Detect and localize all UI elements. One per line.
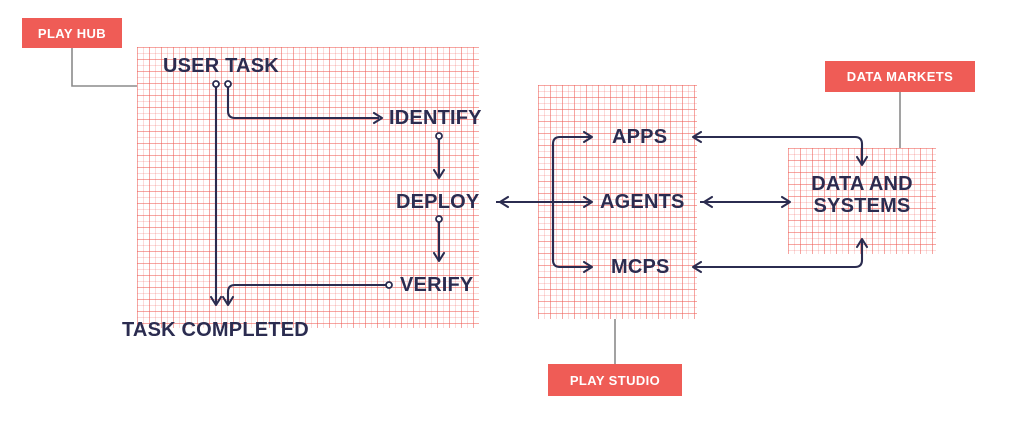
arrowhead-agents-right xyxy=(702,195,714,209)
arrowhead-data-systems-top xyxy=(855,155,869,167)
node-apps[interactable]: APPS xyxy=(612,126,668,148)
arrowhead-data-systems-bottom xyxy=(855,237,869,249)
edge-origin-dot-verify-completed xyxy=(385,281,393,289)
arrowhead-identify xyxy=(372,111,384,125)
edge-bus-to-apps xyxy=(551,135,592,202)
arrowhead-verify xyxy=(432,251,446,263)
badge-play-studio[interactable]: PLAY STUDIO xyxy=(548,364,682,396)
arrowhead-task-completed-a xyxy=(209,295,223,307)
edge-origin-dot-identify-deploy xyxy=(435,132,443,140)
arrowhead-apps-right xyxy=(691,130,703,144)
node-deploy[interactable]: DEPLOY xyxy=(396,191,480,213)
arrowhead-apps-left xyxy=(582,130,594,144)
edge-origin-dot-user-task-completed xyxy=(212,80,220,88)
node-user-task[interactable]: USER TASK xyxy=(163,55,279,77)
badge-data-markets-label: DATA MARKETS xyxy=(846,69,954,84)
edge-origin-dot-deploy-verify xyxy=(435,215,443,223)
node-agents[interactable]: AGENTS xyxy=(600,191,685,213)
node-data-and-systems-line2: SYSTEMS xyxy=(813,195,911,218)
arrowhead-mcps-left xyxy=(582,260,594,274)
arrowhead-deploy-left xyxy=(498,195,510,209)
node-verify[interactable]: VERIFY xyxy=(400,274,474,296)
edge-bus-to-mcps xyxy=(551,202,592,269)
arrowhead-deploy xyxy=(432,168,446,180)
node-mcps[interactable]: MCPS xyxy=(611,256,670,278)
badge-data-markets[interactable]: DATA MARKETS xyxy=(825,61,975,92)
arrowhead-task-completed-b xyxy=(221,295,235,307)
arrowhead-data-systems-left xyxy=(780,195,792,209)
arrowhead-mcps-right xyxy=(691,260,703,274)
edge-origin-dot-user-task-identify xyxy=(224,80,232,88)
edge-data-systems-to-mcps xyxy=(693,241,864,269)
node-identify[interactable]: IDENTIFY xyxy=(389,107,482,129)
badge-play-hub-label: PLAY HUB xyxy=(37,25,107,41)
edge-data-systems-to-apps xyxy=(693,135,864,163)
arrowhead-agents-left xyxy=(582,195,594,209)
badge-play-hub[interactable]: PLAY HUB xyxy=(22,18,122,48)
leader-line-play-hub xyxy=(71,48,137,87)
badge-play-studio-label: PLAY STUDIO xyxy=(569,372,661,388)
edge-verify-to-task-completed xyxy=(226,283,386,303)
node-data-and-systems[interactable]: DATA AND SYSTEMS xyxy=(800,173,924,218)
node-task-completed[interactable]: TASK COMPLETED xyxy=(122,319,309,341)
node-data-and-systems-line1: DATA AND xyxy=(811,173,913,195)
edge-user-task-to-identify xyxy=(226,87,379,120)
